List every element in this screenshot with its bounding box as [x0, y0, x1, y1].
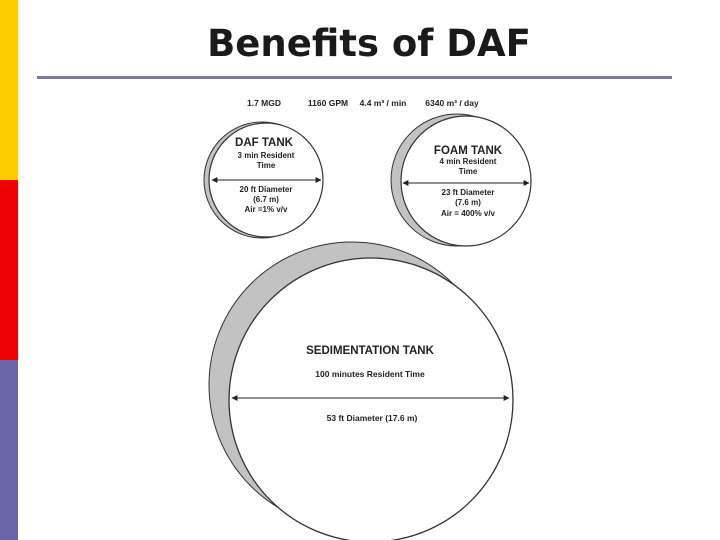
sedimentation-tank-circle [228, 257, 514, 540]
foam-tank-name: FOAM TANK [434, 145, 503, 157]
accent-bar-purple [0, 360, 18, 540]
sedimentation-tank-diameter: 53 ft Diameter (17.6 m) [327, 413, 418, 423]
flow-m3-per-day: 6340 m³ / day [425, 98, 479, 108]
foam-tank-diameter-metric: (7.6 m) [455, 198, 481, 207]
flow-gpm: 1160 GPM [308, 98, 348, 108]
flow-mgd: 1.7 MGD [247, 98, 281, 108]
slide-title: Benefits of DAF [207, 22, 531, 65]
daf-tank-name: DAF TANK [235, 137, 294, 149]
sedimentation-tank: SEDIMENTATION TANK 100 minutes Resident … [208, 241, 514, 540]
daf-tank-diameter-metric: (6.7 m) [253, 195, 279, 204]
title-divider [37, 76, 672, 79]
sedimentation-tank-name: SEDIMENTATION TANK [306, 345, 434, 357]
accent-bar-yellow [0, 0, 18, 180]
daf-tank-diameter: 20 ft Diameter [240, 185, 293, 194]
flow-m3-per-min: 4.4 m³ / min [360, 98, 407, 108]
foam-tank-resident-time: 4 min Resident [440, 157, 497, 166]
accent-bar-red [0, 180, 18, 360]
daf-tank-resident-time-unit: Time [257, 161, 276, 170]
foam-tank-resident-time-unit: Time [459, 167, 478, 176]
daf-tank-air: Air =1% v/v [245, 205, 288, 214]
foam-tank-air: Air = 400% v/v [441, 209, 496, 218]
daf-tank-resident-time: 3 min Resident [238, 151, 295, 160]
foam-tank: FOAM TANK 4 min Resident Time 23 ft Diam… [390, 113, 532, 247]
daf-tank: DAF TANK 3 min Resident Time 20 ft Diame… [203, 121, 324, 239]
sedimentation-tank-resident-time: 100 minutes Resident Time [315, 369, 425, 379]
foam-tank-diameter: 23 ft Diameter [442, 188, 495, 197]
foam-tank-circle [400, 115, 532, 247]
flow-rate-header: 1.7 MGD 1160 GPM 4.4 m³ / min 6340 m³ / … [247, 98, 479, 108]
